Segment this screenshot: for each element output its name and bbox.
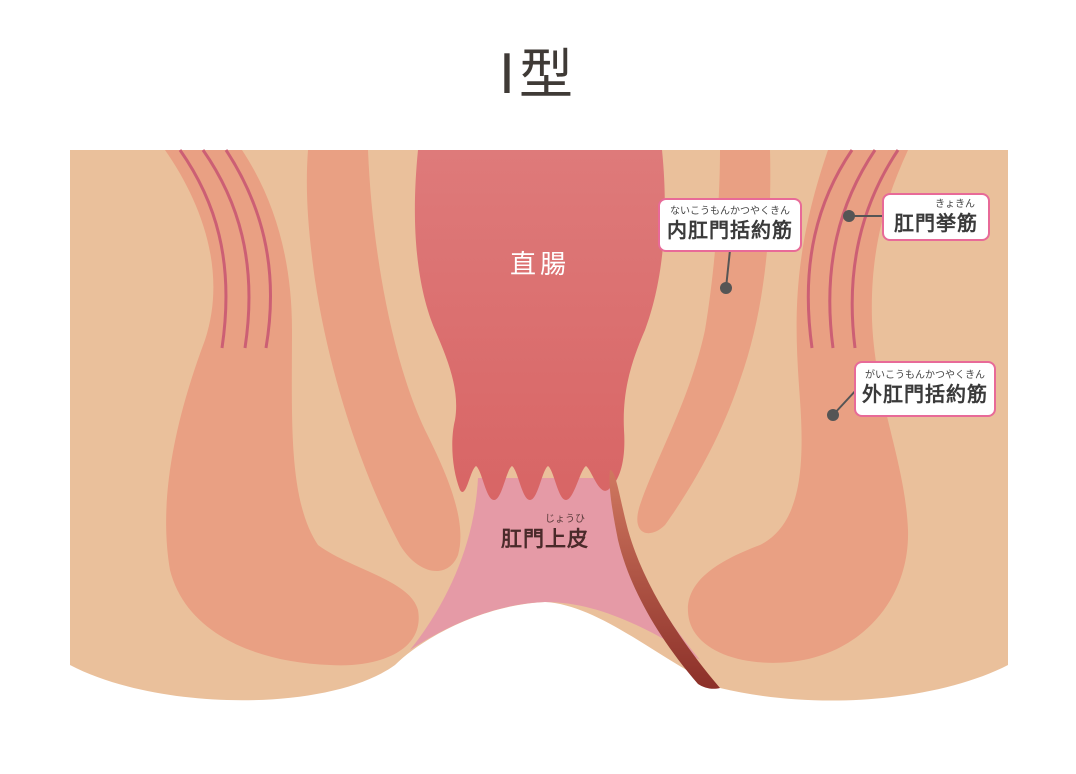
internal-sphincter-label-text: 内肛門括約筋 xyxy=(667,218,793,242)
right-levator-fiber-3 xyxy=(850,149,900,349)
leader-internal-sphincter xyxy=(725,249,731,289)
right-levator-fiber-1 xyxy=(806,149,854,349)
levator-ani-ruby: きょきん xyxy=(935,199,975,210)
external-sphincter-label: がいこうもんかつやくきん 外肛門括約筋 xyxy=(854,361,996,417)
left-levator-fiber-2 xyxy=(201,149,251,349)
anoderm xyxy=(410,478,700,660)
rectum xyxy=(414,150,665,500)
anoderm-label: じょうひ 肛門上皮 xyxy=(490,514,600,552)
left-external-sphincter xyxy=(165,150,419,666)
diagram-title: Ⅰ型 xyxy=(499,43,577,106)
marker-external-sphincter xyxy=(827,409,839,421)
external-sphincter-ruby: がいこうもんかつやくきん xyxy=(865,370,985,381)
left-levator-fiber-3 xyxy=(224,149,272,349)
levator-ani-label-text: 肛門挙筋 xyxy=(894,211,978,235)
external-sphincter-label-text: 外肛門括約筋 xyxy=(862,382,988,406)
leader-external-sphincter xyxy=(832,387,859,416)
marker-levator-ani xyxy=(843,210,855,222)
rectum-label: 直腸 xyxy=(480,248,600,282)
anoderm-ruby: じょうひ xyxy=(545,514,585,525)
left-internal-sphincter xyxy=(306,150,461,572)
internal-sphincter-label: ないこうもんかつやくきん 内肛門括約筋 xyxy=(658,198,802,252)
left-levator-fiber-1 xyxy=(178,149,228,349)
levator-ani-label: きょきん 肛門挙筋 xyxy=(882,193,990,241)
marker-internal-sphincter xyxy=(720,282,732,294)
right-levator-fiber-2 xyxy=(828,149,877,349)
anoderm-label-text: 肛門上皮 xyxy=(501,527,589,551)
internal-sphincter-ruby: ないこうもんかつやくきん xyxy=(670,206,790,217)
fistula-tract xyxy=(609,470,720,689)
rectum-label-text: 直腸 xyxy=(509,250,570,280)
